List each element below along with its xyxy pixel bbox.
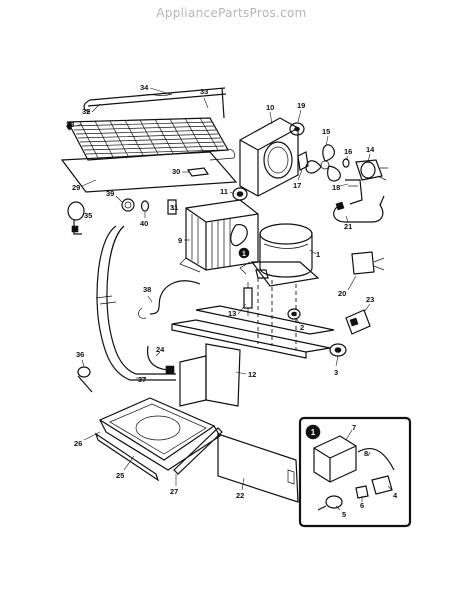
callout-5: 5 xyxy=(342,510,346,519)
callout-9: 9 xyxy=(178,236,182,245)
callout-10: 10 xyxy=(266,103,274,112)
fan-shroud[interactable] xyxy=(239,117,299,197)
callout-6: 6 xyxy=(360,501,364,510)
grommet-11[interactable] xyxy=(232,187,248,201)
inset-overload-4[interactable] xyxy=(371,475,393,495)
callout-30: 30 xyxy=(172,167,180,176)
callout-32: 32 xyxy=(82,107,90,116)
callout-35: 35 xyxy=(84,211,92,220)
wire-harness[interactable] xyxy=(333,195,385,223)
compressor-callout-badge: 1 xyxy=(238,247,250,259)
grommet-2[interactable] xyxy=(287,308,301,320)
inset-relay-7[interactable] xyxy=(313,435,357,483)
callout-25: 25 xyxy=(116,471,124,480)
cap-tube-assembly-35[interactable] xyxy=(67,201,85,235)
detail-inset-frame xyxy=(298,416,412,528)
callout-19: 19 xyxy=(297,101,305,110)
pan-rail-27[interactable] xyxy=(173,427,223,475)
relay-20[interactable] xyxy=(351,251,385,275)
callout-22: 22 xyxy=(236,491,244,500)
bracket-17[interactable] xyxy=(297,151,309,171)
callout-21: 21 xyxy=(344,222,352,231)
callout-28: 28 xyxy=(66,120,74,129)
callout-37: 37 xyxy=(138,375,146,384)
watermark: AppliancePartsPros.com xyxy=(156,6,307,20)
callout-2: 2 xyxy=(300,323,304,332)
callout-23: 23 xyxy=(366,295,374,304)
callout-18: 18 xyxy=(332,183,340,192)
condenser-cover-plate[interactable] xyxy=(60,151,238,193)
cord-24[interactable] xyxy=(146,345,175,375)
evaporator-coil[interactable] xyxy=(179,199,259,273)
plug-40[interactable] xyxy=(140,200,150,212)
drain-pan-25[interactable] xyxy=(98,397,221,471)
callout-40: 40 xyxy=(140,219,148,228)
overload-23[interactable] xyxy=(345,309,371,335)
condenser-tube[interactable] xyxy=(83,87,227,119)
callout-7: 7 xyxy=(352,423,356,432)
callout-8: 8 xyxy=(364,449,368,458)
callout-33: 33 xyxy=(200,87,208,96)
svg-text:1: 1 xyxy=(242,251,246,258)
callout-11: 11 xyxy=(220,187,228,196)
callout-14: 14 xyxy=(366,145,375,154)
callout-13: 13 xyxy=(228,309,236,318)
pan-rail-26[interactable] xyxy=(94,432,160,482)
callout-20: 20 xyxy=(338,289,346,298)
callout-36: 36 xyxy=(76,350,84,359)
drain-clip-36[interactable] xyxy=(77,366,93,393)
inset-terminal-5[interactable] xyxy=(317,495,343,511)
callout-3: 3 xyxy=(334,368,338,377)
callout-17: 17 xyxy=(293,181,301,190)
callout-labels: 34 33 32 28 10 19 15 16 14 17 18 29 30 1… xyxy=(66,83,398,519)
clip-30[interactable] xyxy=(186,167,210,177)
mounting-dash-lines xyxy=(257,278,297,350)
mounting-rails[interactable] xyxy=(171,305,335,359)
callout-34: 34 xyxy=(140,83,149,92)
drain-tube-37[interactable] xyxy=(95,225,176,381)
callout-38: 38 xyxy=(143,285,151,294)
fan-motor-bracket[interactable] xyxy=(345,179,363,205)
compressor[interactable] xyxy=(239,223,320,287)
fan-blade[interactable] xyxy=(305,144,341,182)
callout-24: 24 xyxy=(156,345,165,354)
callout-12: 12 xyxy=(248,370,256,379)
callout-1: 1 xyxy=(316,250,320,259)
svg-text:1: 1 xyxy=(311,428,316,437)
callout-39: 39 xyxy=(106,189,114,198)
callout-15: 15 xyxy=(322,127,330,136)
nut-16[interactable] xyxy=(342,158,350,168)
fan-motor[interactable] xyxy=(355,159,388,181)
inset-clip-6[interactable] xyxy=(355,485,369,499)
callout-26: 26 xyxy=(74,439,82,448)
capillary-tube-38[interactable] xyxy=(138,280,201,319)
callout-29: 29 xyxy=(72,183,80,192)
callout-27: 27 xyxy=(170,487,178,496)
grommet-39[interactable] xyxy=(121,198,135,212)
grommet-19[interactable] xyxy=(289,122,305,136)
condenser-coil[interactable] xyxy=(66,117,235,161)
inset-wire-8[interactable] xyxy=(357,448,395,471)
leader-lines xyxy=(75,87,393,511)
fitting-31[interactable] xyxy=(167,199,177,215)
grommet-3[interactable] xyxy=(329,343,347,357)
inset-badge: 1 xyxy=(305,424,321,440)
callout-16: 16 xyxy=(344,147,352,156)
callout-31: 31 xyxy=(170,203,178,212)
access-cover-22[interactable] xyxy=(217,433,299,503)
callout-4: 4 xyxy=(393,491,398,500)
base-plate-12[interactable] xyxy=(179,343,241,407)
